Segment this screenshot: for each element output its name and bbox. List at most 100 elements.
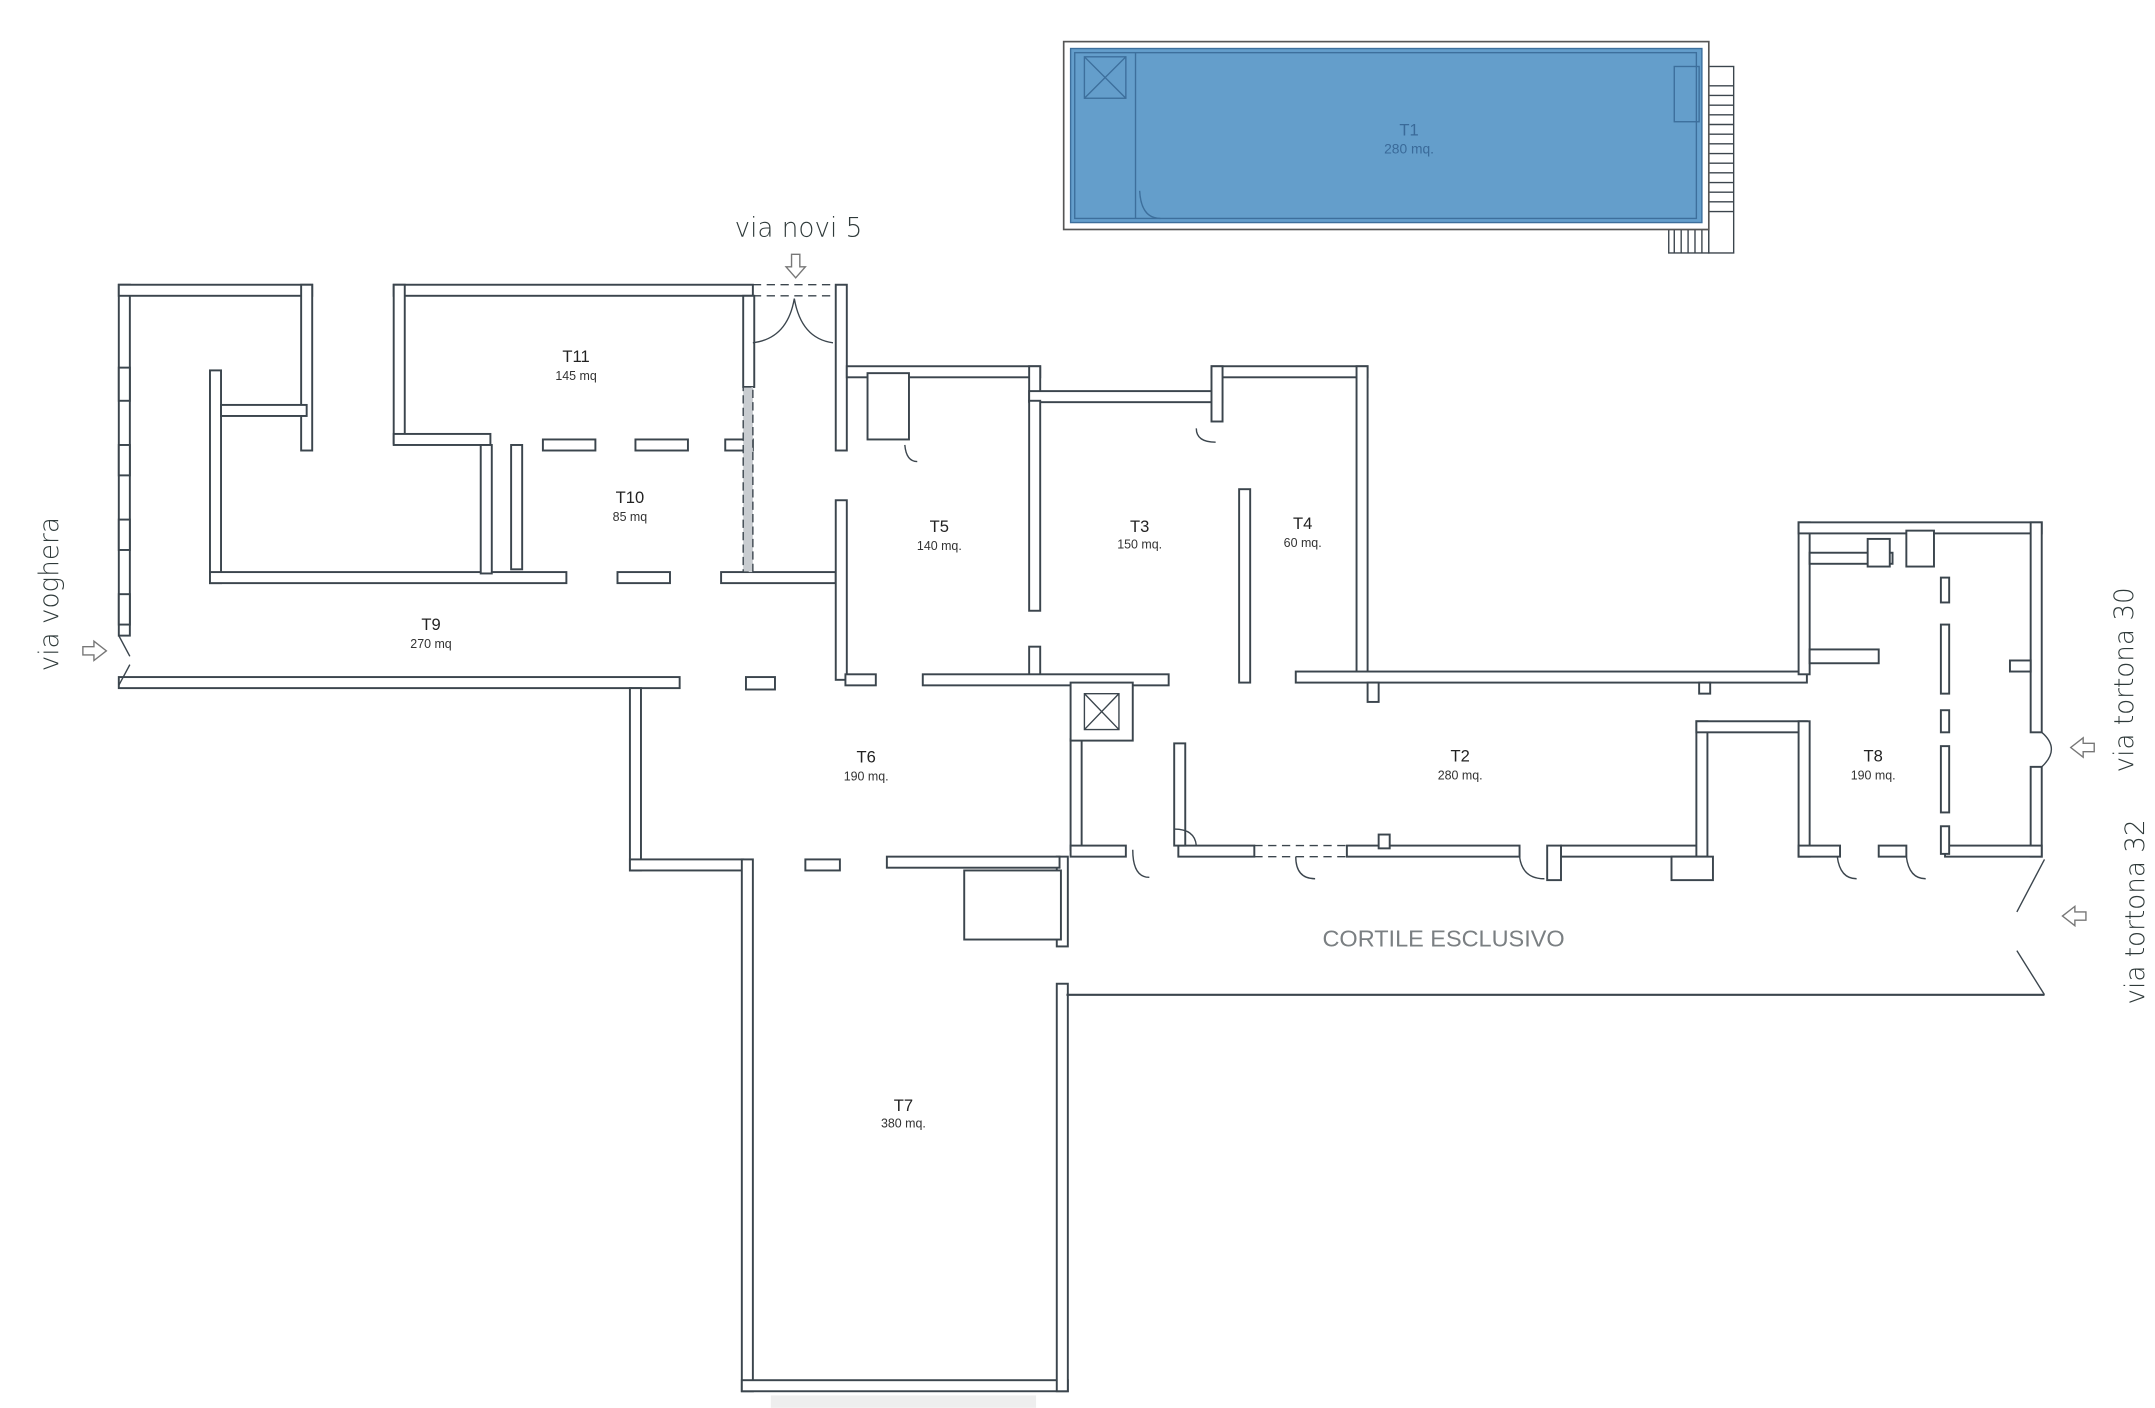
walls xyxy=(117,283,2043,1393)
wall xyxy=(2008,659,2032,673)
room-area-t9: 270 mq xyxy=(410,637,452,651)
wall xyxy=(740,1379,1069,1393)
wall xyxy=(740,858,754,1393)
wall xyxy=(628,858,745,872)
wall xyxy=(963,869,1062,941)
wall xyxy=(834,499,848,681)
wall xyxy=(300,283,314,452)
wall xyxy=(616,571,671,585)
wall xyxy=(2029,765,2043,858)
wall xyxy=(1294,670,1808,684)
room-label-t8: T8 xyxy=(1864,746,1883,765)
wall xyxy=(209,571,568,585)
room-label-t11: T11 xyxy=(562,347,589,366)
gate-line xyxy=(2016,950,2046,996)
wall xyxy=(1797,521,1811,676)
wall xyxy=(1345,844,1521,858)
wall xyxy=(1866,537,1891,568)
arrow-icon xyxy=(82,253,2095,928)
room-area-t6: 190 mq. xyxy=(844,770,889,784)
wall xyxy=(1939,745,1951,814)
wall xyxy=(1177,844,1256,858)
wall xyxy=(2029,521,2043,734)
wall xyxy=(1173,742,1187,847)
street-label-via-novi: via novi 5 xyxy=(735,213,863,243)
room-area-t5: 140 mq. xyxy=(917,539,962,553)
wall xyxy=(479,444,493,575)
wall xyxy=(866,372,910,441)
wall xyxy=(392,432,492,446)
wall xyxy=(634,438,689,452)
wall xyxy=(1028,399,1042,612)
gate-line xyxy=(2016,859,2046,913)
wall xyxy=(1808,551,1894,565)
entrance-via-novi[interactable] xyxy=(752,284,836,344)
wall xyxy=(1939,623,1951,695)
street-label-via-tortona-30: via tortona 30 xyxy=(2110,587,2140,772)
room-area-t1: 280 mq. xyxy=(1384,141,1434,157)
wall xyxy=(1366,681,1380,703)
room-label-t6: T6 xyxy=(856,748,875,767)
wall xyxy=(117,444,131,477)
room-label-t1: T1 xyxy=(1399,121,1418,140)
wall xyxy=(720,571,837,585)
wall xyxy=(1210,365,1369,379)
wall xyxy=(844,673,877,687)
wall xyxy=(209,369,222,585)
wall xyxy=(1695,720,1709,858)
wall xyxy=(1698,681,1712,695)
wall xyxy=(1808,648,1880,665)
wall xyxy=(1028,390,1224,404)
wall xyxy=(1939,825,1951,855)
wall xyxy=(1877,844,1908,858)
wall xyxy=(742,294,756,388)
wall xyxy=(1797,844,1842,858)
wall xyxy=(885,855,1061,869)
wall xyxy=(1905,529,1935,568)
wall xyxy=(1939,709,1951,734)
room-area-t3: 150 mq. xyxy=(1117,538,1162,552)
room-label-t5: T5 xyxy=(930,517,949,536)
room-label-t4: T4 xyxy=(1293,514,1312,533)
room-label-t7: T7 xyxy=(894,1096,913,1115)
wall xyxy=(1210,365,1224,423)
room-label-t9: T9 xyxy=(421,615,440,634)
wall xyxy=(834,283,848,452)
street-label-via-voghera: via voghera xyxy=(35,517,65,671)
wall xyxy=(117,283,314,297)
wall xyxy=(1670,855,1714,882)
wall xyxy=(220,403,308,417)
wall xyxy=(1944,844,2043,858)
wall xyxy=(1939,576,1951,604)
wall xyxy=(117,366,131,402)
wall xyxy=(541,438,597,452)
wall xyxy=(1069,844,1127,858)
room-area-t7: 380 mq. xyxy=(881,1116,926,1130)
bottom-strip xyxy=(770,1395,1037,1408)
room-label-t10: T10 xyxy=(616,488,645,507)
wall xyxy=(510,444,524,571)
room-area-t4: 60 mq. xyxy=(1284,536,1322,550)
courtyard-label: CORTILE ESCLUSIVO xyxy=(1322,925,1564,951)
wall xyxy=(117,593,131,626)
wall xyxy=(392,283,406,445)
room-label-t2: T2 xyxy=(1450,746,1469,765)
wall xyxy=(392,283,754,297)
wall xyxy=(1355,365,1369,679)
wall xyxy=(117,518,131,551)
wall xyxy=(744,676,776,691)
wall xyxy=(804,858,841,872)
wall xyxy=(1695,720,1808,734)
room-area-t8: 190 mq. xyxy=(1851,768,1896,782)
wall xyxy=(1238,488,1252,684)
wall xyxy=(628,687,642,872)
wall xyxy=(1560,844,1701,858)
wall xyxy=(117,676,681,690)
room-label-t3: T3 xyxy=(1130,517,1149,536)
room-area-t2: 280 mq. xyxy=(1438,768,1483,782)
building-t1[interactable]: T1 280 mq. xyxy=(1062,40,1735,254)
room-area-t11: 145 mq xyxy=(555,369,597,383)
wall xyxy=(1377,833,1391,850)
wall xyxy=(1055,982,1069,1393)
